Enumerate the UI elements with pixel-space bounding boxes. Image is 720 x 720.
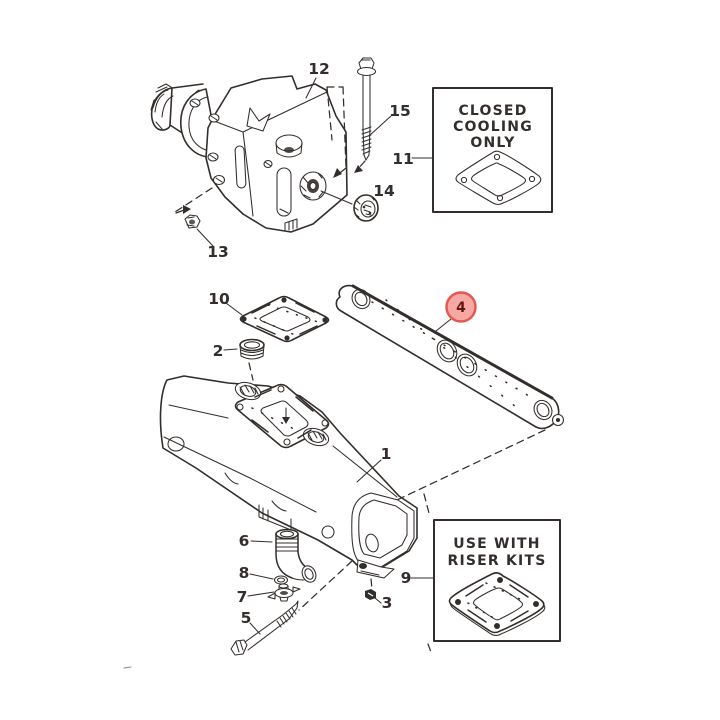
callout-1: 1 — [381, 445, 392, 463]
nut-13 — [174, 187, 213, 229]
highlighted-callout-4[interactable]: 4 — [435, 291, 477, 332]
closed-cooling-line-2: COOLING — [453, 119, 533, 135]
callout-8: 8 — [239, 564, 250, 582]
callout-13: 13 — [207, 243, 229, 261]
callout-labels: 12 15 11 14 13 10 2 1 6 8 7 5 3 9 — [207, 60, 414, 627]
dashed-plate-guide — [326, 86, 347, 178]
closed-cooling-gasket-art — [455, 150, 542, 206]
deck-notch — [246, 107, 271, 132]
callout-leader-lines — [196, 77, 434, 635]
riser-kits-line-2: RISER KITS — [448, 553, 547, 569]
washer-8 — [273, 575, 289, 585]
callout-4[interactable]: 4 — [456, 300, 466, 316]
exhaust-manifold — [159, 375, 418, 579]
manifold-gasket-4 — [335, 284, 565, 430]
callout-7: 7 — [237, 588, 248, 606]
closed-cooling-line-1: CLOSED — [458, 103, 527, 119]
dashed-assembly-guides — [298, 429, 546, 656]
callout-6: 6 — [239, 532, 250, 550]
gasket-10 — [239, 295, 330, 343]
closed-cooling-line-3: ONLY — [470, 135, 515, 151]
callout-15: 15 — [389, 102, 411, 120]
collar-screws — [189, 98, 273, 186]
nut-3 — [365, 578, 376, 600]
riser-kits-line-1: USE WITH — [453, 536, 540, 552]
bolt-5 — [230, 600, 299, 656]
manifold-flange — [234, 381, 330, 449]
highlight-circle[interactable] — [445, 291, 477, 323]
callout-10: 10 — [208, 290, 230, 308]
elbow-fitting-6 — [275, 528, 317, 583]
plug-14 — [353, 194, 379, 222]
callout-9: 9 — [401, 569, 412, 587]
note-box-riser-kits: USE WITH RISER KITS — [433, 519, 561, 642]
callout-14: 14 — [373, 182, 395, 200]
dome-boss — [275, 134, 303, 158]
note-box-closed-cooling: CLOSED COOLING ONLY — [432, 87, 553, 213]
callout-12: 12 — [308, 60, 330, 78]
plug-2 — [239, 338, 265, 381]
scan-artifact — [123, 666, 132, 669]
drain-fitting-7 — [267, 583, 301, 602]
flange-port-right — [302, 427, 330, 447]
bolt-15 — [354, 57, 377, 173]
leader-line-14 — [320, 190, 353, 205]
callout-11: 11 — [392, 150, 414, 168]
callout-2: 2 — [213, 342, 224, 360]
threaded-port — [299, 171, 327, 201]
riser-gasket-art — [448, 572, 546, 637]
callout-5: 5 — [241, 609, 252, 627]
callout-3: 3 — [382, 594, 393, 612]
thermostat-housing — [150, 75, 353, 233]
